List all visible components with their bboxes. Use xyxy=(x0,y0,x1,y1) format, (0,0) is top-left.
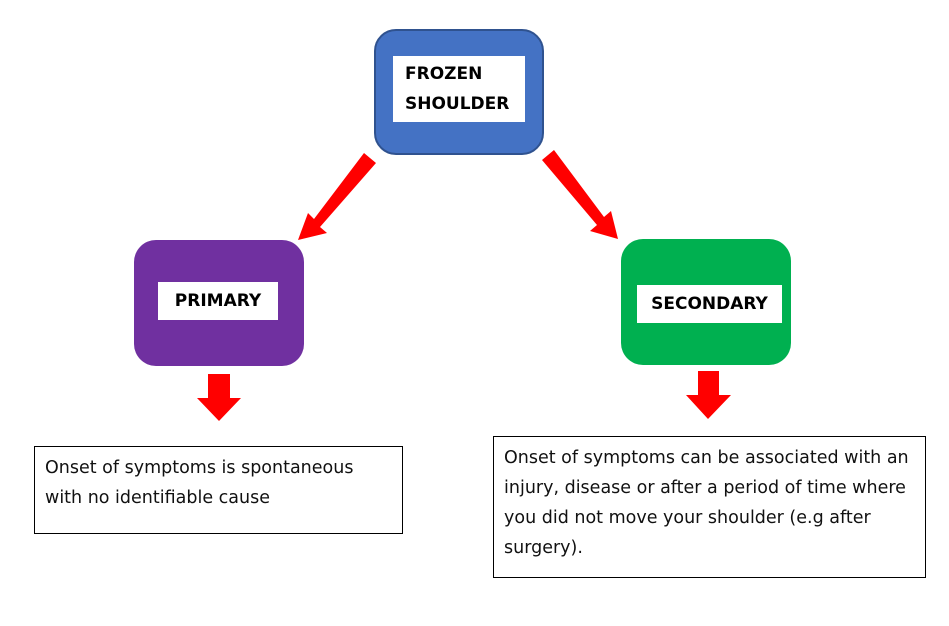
secondary-node: SECONDARY xyxy=(621,239,791,365)
secondary-description: Onset of symptoms can be associated with… xyxy=(493,436,926,578)
primary-description: Onset of symptoms is spontaneous with no… xyxy=(34,446,403,534)
frozen-shoulder-node: FROZEN SHOULDER xyxy=(374,29,544,155)
frozen-shoulder-label: FROZEN SHOULDER xyxy=(393,56,525,122)
arrow-root-to-secondary xyxy=(542,150,618,239)
secondary-label: SECONDARY xyxy=(637,285,782,323)
primary-label: PRIMARY xyxy=(158,282,278,320)
arrow-primary-to-description xyxy=(197,374,241,421)
arrow-root-to-primary xyxy=(298,153,376,240)
arrow-secondary-to-description xyxy=(686,371,731,419)
primary-node: PRIMARY xyxy=(134,240,304,366)
